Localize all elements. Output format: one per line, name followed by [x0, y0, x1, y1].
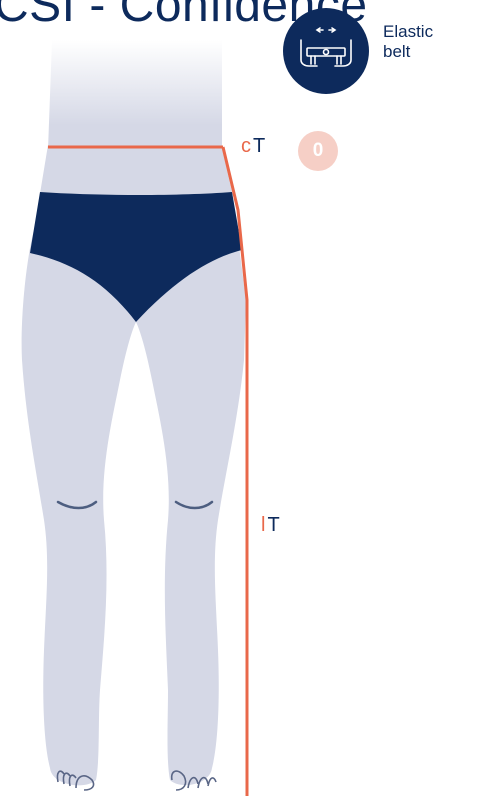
- elastic-belt-badge: [283, 8, 369, 94]
- elastic-belt-icon: [283, 8, 369, 94]
- waist-value-badge: 0: [298, 131, 338, 171]
- elastic-belt-label: Elastic belt: [383, 22, 463, 62]
